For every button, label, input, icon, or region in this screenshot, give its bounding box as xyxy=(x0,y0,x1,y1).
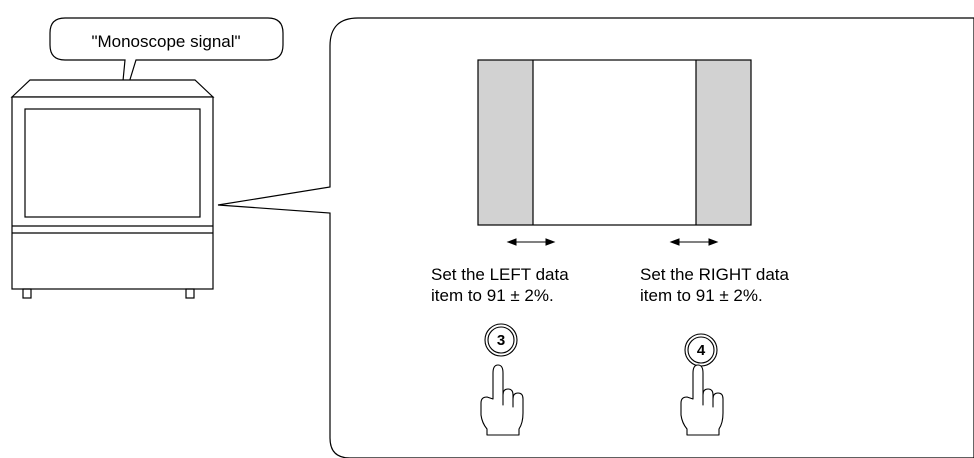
zoom-panel xyxy=(218,18,974,458)
monitor-body xyxy=(12,97,213,289)
right-instruction-line1: Set the RIGHT data xyxy=(640,264,789,285)
left-shaded-bar xyxy=(478,60,533,225)
monitor-top-bevel xyxy=(12,80,213,97)
left-instruction-line1: Set the LEFT data xyxy=(431,264,569,285)
monitor-left-foot xyxy=(23,289,31,298)
step-3-button: 3 xyxy=(485,324,517,356)
step-4-button: 4 xyxy=(685,334,717,366)
left-instruction: Set the LEFT data item to 91 ± 2%. xyxy=(431,264,569,306)
right-instruction: Set the RIGHT data item to 91 ± 2%. xyxy=(640,264,789,306)
monitor-right-foot xyxy=(186,289,194,298)
monitor xyxy=(12,80,213,298)
right-shaded-bar xyxy=(696,60,751,225)
left-instruction-line2: item to 91 ± 2%. xyxy=(431,285,569,306)
step-3-number: 3 xyxy=(497,332,505,349)
step-4-number: 4 xyxy=(697,342,706,359)
speech-bubble-text: "Monoscope signal" xyxy=(91,32,240,51)
right-instruction-line2: item to 91 ± 2%. xyxy=(640,285,789,306)
